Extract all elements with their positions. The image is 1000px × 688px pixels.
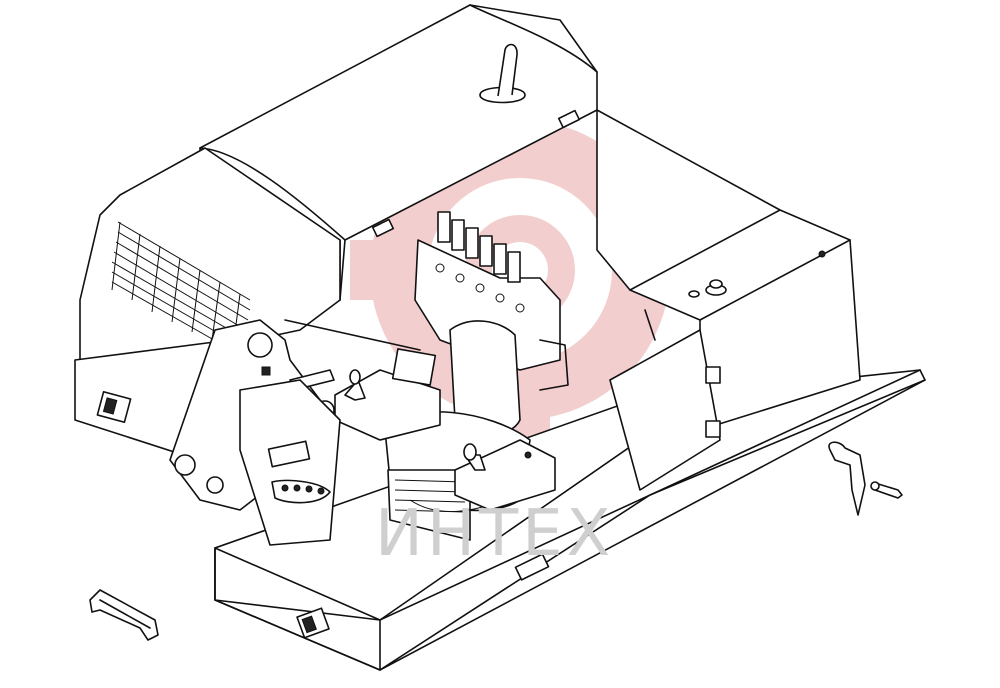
- fuel-cap: [688, 279, 727, 298]
- watermark-text: ИНТЕХ: [375, 497, 614, 571]
- exhaust-pipe: [479, 43, 526, 104]
- base-handle: [296, 607, 330, 639]
- left-control-box: [334, 348, 441, 441]
- right-control-box: [454, 439, 556, 511]
- detached-handle: [89, 589, 159, 641]
- left-console: [239, 379, 341, 546]
- radiator-grille: [111, 221, 251, 341]
- side-handle: [96, 390, 132, 424]
- side-compartment: [596, 109, 861, 491]
- detached-latch: [828, 441, 903, 516]
